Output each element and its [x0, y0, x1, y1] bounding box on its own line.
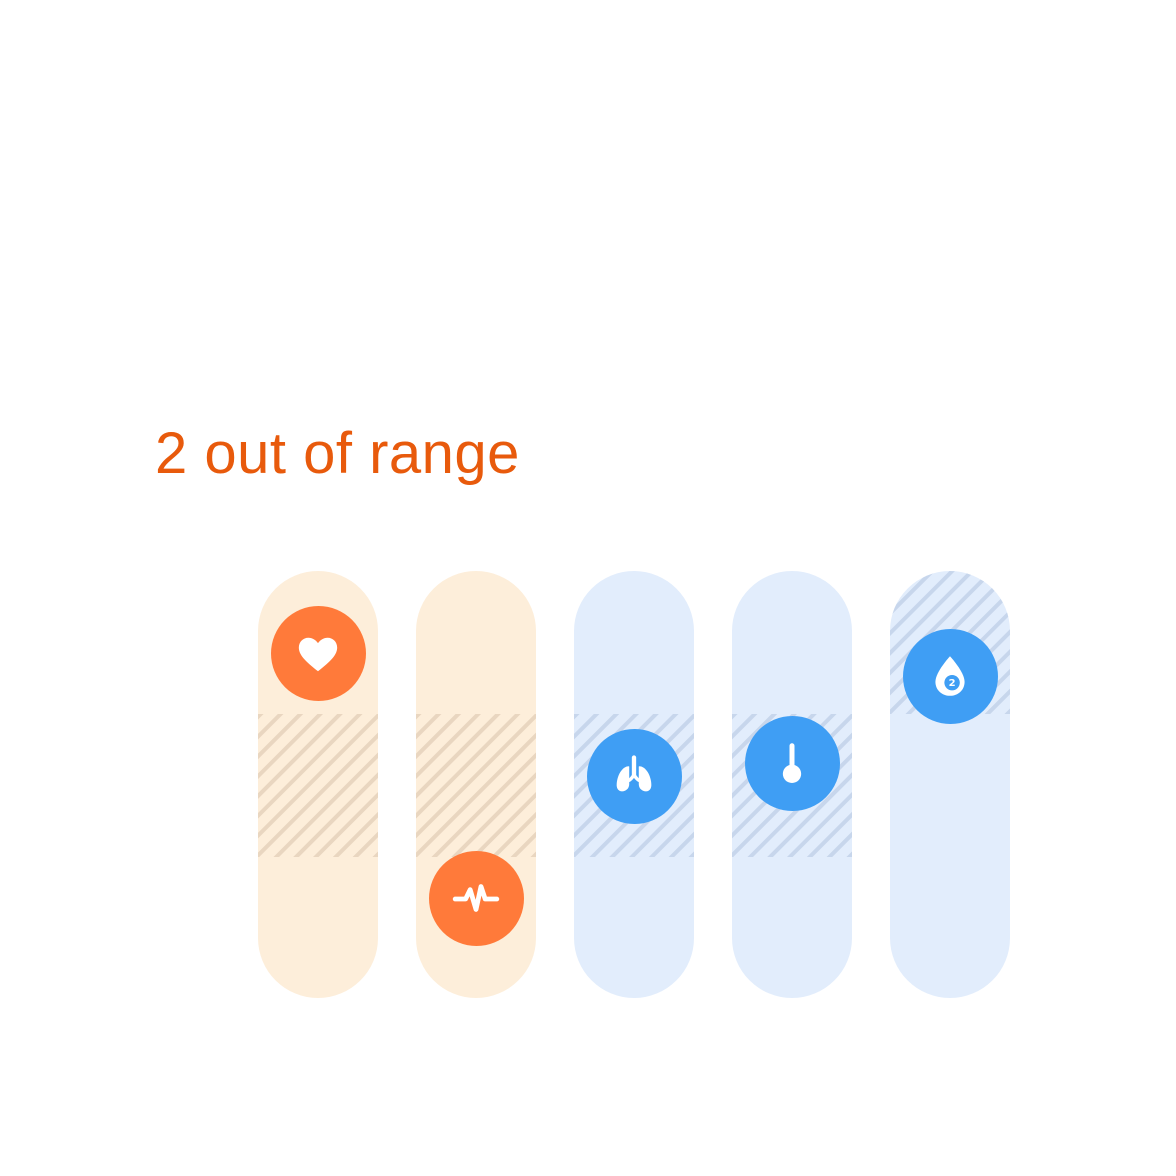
- vital-track-oxygen-drop[interactable]: 2: [890, 571, 1010, 998]
- lungs-icon: [608, 750, 660, 802]
- vital-track-heart[interactable]: [258, 571, 378, 998]
- vital-knob-pulse[interactable]: [428, 850, 524, 946]
- svg-text:2: 2: [949, 678, 956, 689]
- oxygen-drop-icon: 2: [925, 651, 975, 701]
- normal-range-band: [416, 714, 536, 857]
- heart-icon: [295, 631, 341, 677]
- vital-track-pulse[interactable]: [416, 571, 536, 998]
- normal-range-band: [258, 714, 378, 857]
- pulse-icon: [451, 873, 501, 923]
- vital-knob-thermometer[interactable]: [744, 715, 840, 811]
- vital-track-thermometer[interactable]: [732, 571, 852, 998]
- out-of-range-status: 2 out of range: [155, 421, 520, 486]
- vital-knob-lungs[interactable]: [586, 728, 682, 824]
- vital-knob-heart[interactable]: [270, 606, 366, 702]
- vital-knob-oxygen-drop[interactable]: 2: [902, 628, 998, 724]
- vital-track-lungs[interactable]: [574, 571, 694, 998]
- thermometer-icon: [767, 738, 817, 788]
